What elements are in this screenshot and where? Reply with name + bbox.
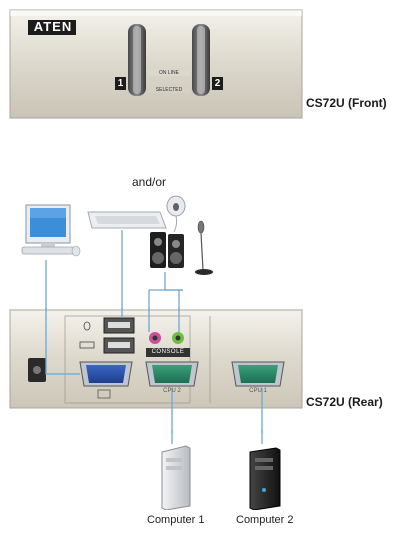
laptop-icon — [21, 204, 81, 257]
monitor-port-icon — [97, 389, 111, 399]
console-vga-port — [79, 361, 133, 387]
usb-mouse-icon — [83, 321, 91, 331]
console-label: CONSOLE — [151, 349, 185, 355]
power-jack — [28, 358, 46, 382]
cpu2-vga-port — [145, 361, 199, 387]
usb-port-mouse — [103, 317, 135, 334]
port-1-number: 1 — [117, 78, 124, 89]
led-online-label: ON LINE — [148, 70, 190, 76]
computer-1-tower — [161, 445, 191, 510]
front-panel-diagram — [9, 9, 303, 119]
aten-logo — [28, 20, 76, 35]
cpu1-vga-port — [231, 361, 285, 387]
computers-diagram — [161, 430, 281, 510]
led-selected-label: SELECTED — [148, 87, 190, 93]
rear-panel-diagram — [9, 308, 303, 433]
port-2-number: 2 — [214, 78, 221, 89]
port-1-badge — [115, 77, 126, 90]
brand-logo-text: ATEN — [33, 19, 73, 34]
mic-jack — [149, 332, 161, 344]
computer-1-label: Computer 1 — [147, 514, 205, 526]
computer-2-label: Computer 2 — [236, 514, 294, 526]
andor-label: and/or — [132, 175, 167, 189]
cpu2-label: CPU 2 — [163, 388, 181, 394]
speaker-jack — [172, 332, 184, 344]
port-2-badge — [212, 77, 223, 90]
rear-panel — [9, 309, 303, 409]
mouse-icon — [166, 195, 186, 233]
front-caption: CS72U (Front) — [306, 96, 387, 110]
computer-2-tower — [249, 447, 281, 510]
cpu1-label: CPU 1 — [249, 388, 267, 394]
usb-port-keyboard — [103, 337, 135, 354]
microphone-icon — [195, 220, 213, 275]
usb-keyboard-icon — [79, 341, 95, 349]
rear-caption: CS72U (Rear) — [306, 395, 383, 409]
speaker-icon — [150, 232, 184, 268]
peripherals-diagram — [21, 195, 213, 310]
keyboard-icon — [87, 211, 167, 229]
